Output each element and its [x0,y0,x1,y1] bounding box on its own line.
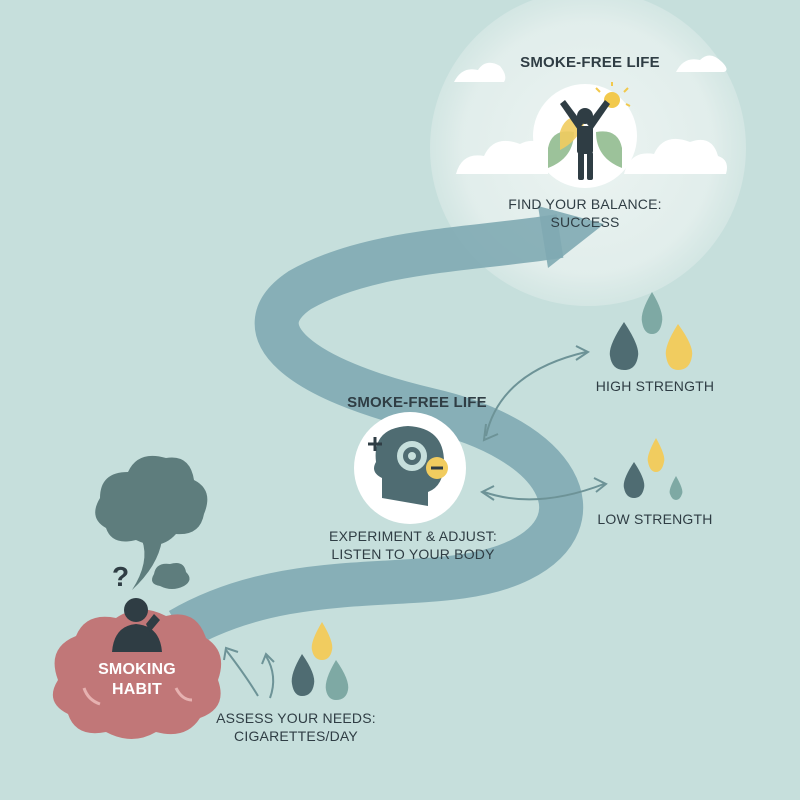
person-arms-raised-icon [560,100,610,180]
high-strength-arrow [482,345,590,442]
smoking-habit-cloud [52,609,222,739]
plus-icon [368,437,382,451]
middle-caption-line2: LISTEN TO YOUR BODY [331,545,495,562]
question-mark-icon: ? [112,561,129,592]
middle-caption: EXPERIMENT & ADJUST: LISTEN TO YOUR BODY [288,528,538,563]
goal-caption: FIND YOUR BALANCE: SUCCESS [460,196,710,231]
low-strength-label: LOW STRENGTH [597,511,713,527]
assess-caption-line2: CIGARETTES/DAY [234,727,358,744]
assess-drops [291,622,349,700]
low-strength-arrow [480,477,608,501]
high-strength-label: HIGH STRENGTH [595,378,715,394]
head-gear-icon [374,426,444,506]
middle-title: SMOKE-FREE LIFE [347,394,487,411]
smoking-habit-label: SMOKING HABIT [72,660,202,700]
middle-caption-line1: EXPERIMENT & ADJUST: [329,528,497,544]
leaf-icon [548,116,622,168]
journey-path [168,214,584,650]
smoke-cloud-icon [95,455,208,590]
goal-caption-line1: FIND YOUR BALANCE: [508,196,662,212]
goal-caption-line2: SUCCESS [550,213,620,230]
assess-caption: ASSESS YOUR NEEDS: CIGARETTES/DAY [196,710,396,745]
smoking-habit-line1: SMOKING [98,661,176,678]
svg-text:?: ? [112,561,129,592]
thinking-person-icon [112,598,162,652]
journey-path-arrowhead [538,206,604,268]
assess-arrows [223,646,275,699]
minus-icon [426,457,448,479]
goal-clouds [454,55,727,174]
high-strength-drops [609,292,693,370]
assess-caption-line1: ASSESS YOUR NEEDS: [216,710,376,726]
smoking-habit-line2: HABIT [112,681,162,698]
goal-title: SMOKE-FREE LIFE [520,54,660,71]
low-strength-drops [623,438,683,500]
